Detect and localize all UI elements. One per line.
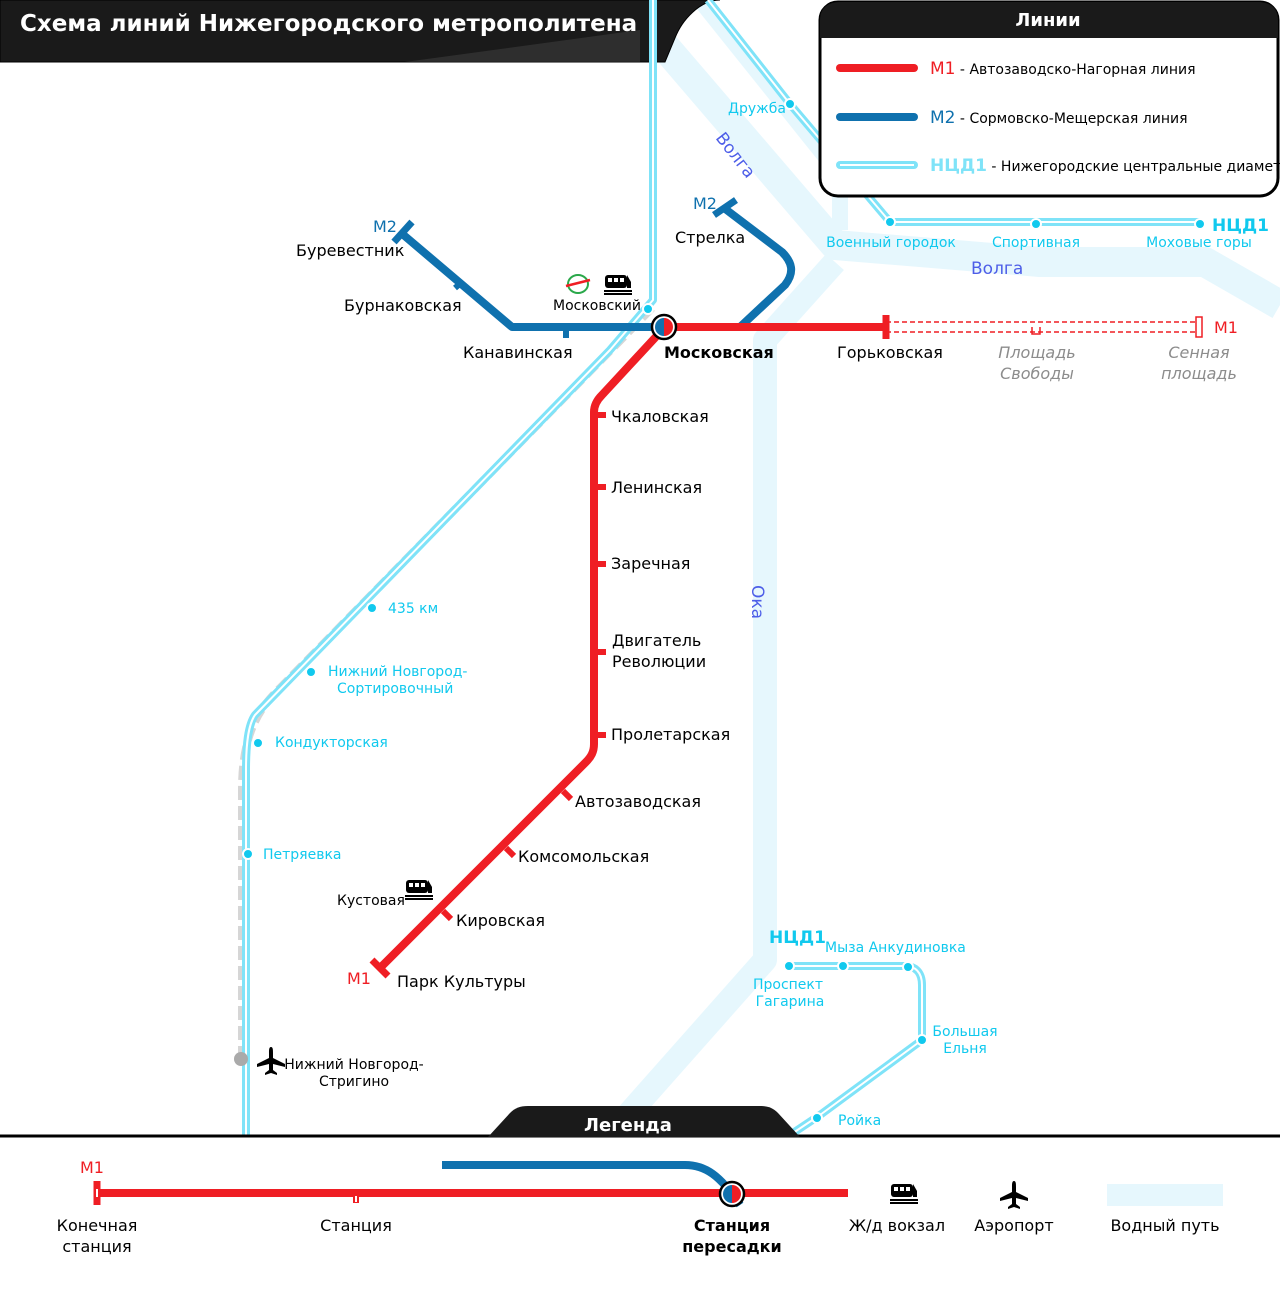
station-burevestnik: Буревестник (296, 241, 405, 260)
m1-badge-east: М1 (1214, 318, 1238, 337)
river-label-oka: Ока (747, 585, 767, 619)
station-strelka: Стрелка (675, 228, 745, 247)
m1-badge-south: М1 (347, 969, 371, 988)
lines-box-ncd1: НЦД1 - Нижегородские центральные диаметр… (930, 156, 1280, 176)
ncd-voenny-gorodok: Военный городок (826, 235, 956, 251)
ncd-sportivnaya: Спортивная (992, 235, 1080, 251)
station-gorkovskaya: Горьковская (837, 343, 943, 362)
lines-box-m2: М2 - Сормовско-Мещерская линия (930, 108, 1188, 128)
volga-river (643, 25, 1280, 319)
station-zarechnaya: Заречная (611, 554, 690, 573)
ncd-435km: 435 км (388, 601, 438, 617)
railway-terminal-dot (234, 1052, 248, 1066)
station-dvigatel-line1: Двигатель (612, 631, 701, 650)
lines-box-m1: М1 - Автозаводско-Нагорная линия (930, 59, 1196, 79)
ncd-mokhovye-gory: Моховые горы (1146, 235, 1252, 251)
transfer-icon (650, 313, 678, 341)
planned-sennaya-2: площадь (1161, 364, 1237, 383)
ncd1-stations (242, 98, 1206, 1124)
station-burnakovskaya: Бурнаковская (344, 296, 462, 315)
m2-terminal-strelka (712, 197, 738, 218)
ncd-petryaevka: Петряевка (263, 847, 342, 863)
poi-airport-2: Стригино (319, 1074, 389, 1090)
ncd-bolshaya-1: Большая (932, 1024, 997, 1040)
station-proletarskaya: Пролетарская (611, 725, 730, 744)
ncd-prospekt-2: Гагарина (756, 994, 825, 1010)
planned-ploshchad-svobody-2: Свободы (1000, 364, 1074, 383)
ncd1-badge-north: НЦД1 (1212, 216, 1269, 236)
station-chkalovskaya: Чкаловская (611, 407, 709, 426)
legend-transfer-2: пересадки (682, 1237, 781, 1256)
station-dvigatel-line2: Революции (612, 652, 706, 671)
train-icon (405, 880, 433, 900)
station-kirovskaya: Кировская (456, 911, 545, 930)
train-icon (890, 1184, 918, 1204)
poi-kustovaya: Кустовая (337, 893, 405, 909)
ncd-konduktorskaya: Кондукторская (275, 735, 388, 751)
ncd1-badge-south: НЦД1 (769, 928, 826, 948)
legend-terminal-1: Конечная (57, 1216, 138, 1235)
m2-line (397, 204, 796, 331)
station-komsomolskaya: Комсомольская (518, 847, 649, 866)
title-bar: Схема линий Нижегородского метрополитена (0, 0, 721, 63)
ncd-roika: Ройка (838, 1113, 881, 1129)
station-park-kultury: Парк Культуры (397, 972, 526, 991)
legend-station: Станция (320, 1216, 392, 1235)
station-moskovskaya: Московская (664, 343, 774, 362)
m1-terminal-park-kultury (369, 957, 391, 979)
ncd-sortirovochny-1: Нижний Новгород- (328, 664, 468, 680)
planned-ploshchad-svobody-1: Площадь (998, 343, 1075, 362)
ncd-myza: Мыза Анкудиновка (825, 940, 966, 956)
station-kanavinskaya: Канавинская (463, 343, 573, 362)
station-avtozavodskaya: Автозаводская (575, 792, 701, 811)
station-leninskaya: Ленинская (611, 478, 702, 497)
ncd-prospekt-1: Проспект (753, 977, 823, 993)
lines-box-header: Линии (1015, 10, 1080, 31)
legend-transfer-1: Станция (694, 1216, 770, 1235)
ncd-druzhba: Дружба (728, 101, 786, 117)
poi-moskovsky-station: Московский (553, 298, 641, 314)
legend-terminal-2: станция (62, 1237, 131, 1256)
m2-terminal-burevestnik (391, 219, 415, 245)
legend-header: Легенда (584, 1115, 672, 1136)
oka-river (601, 253, 844, 1143)
m2-tick-burnakovskaya (453, 279, 464, 291)
train-icon (604, 275, 632, 295)
poi-airport-1: Нижний Новгород- (284, 1057, 424, 1073)
airplane-icon (257, 1047, 285, 1075)
map-title: Схема линий Нижегородского метрополитена (20, 11, 637, 37)
m1-station-ticks (440, 412, 606, 922)
legend: Легенда М1 Конечная станция Станция Стан… (0, 1106, 1280, 1310)
rzd-logo-icon (565, 274, 591, 294)
m2-badge-west: М2 (373, 217, 397, 236)
m2-badge-east: М2 (693, 194, 717, 213)
ncd-sortirovochny-2: Сортировочный (337, 681, 453, 697)
m1-planned-extension (886, 316, 1203, 338)
ncd-bolshaya-2: Ельня (943, 1041, 987, 1057)
legend-airport: Аэропорт (974, 1216, 1053, 1235)
legend-waterway: Водный путь (1110, 1216, 1219, 1235)
planned-sennaya-1: Сенная (1168, 343, 1230, 362)
river-label-volga-2: Волга (971, 259, 1023, 279)
legend-waterway-swatch (1107, 1184, 1223, 1206)
legend-transfer-icon (718, 1180, 746, 1208)
lines-box: Линии М1 - Автозаводско-Нагорная линия М… (818, 0, 1280, 198)
legend-railway-station: Ж/д вокзал (849, 1216, 945, 1235)
legend-badge: М1 (80, 1158, 104, 1177)
